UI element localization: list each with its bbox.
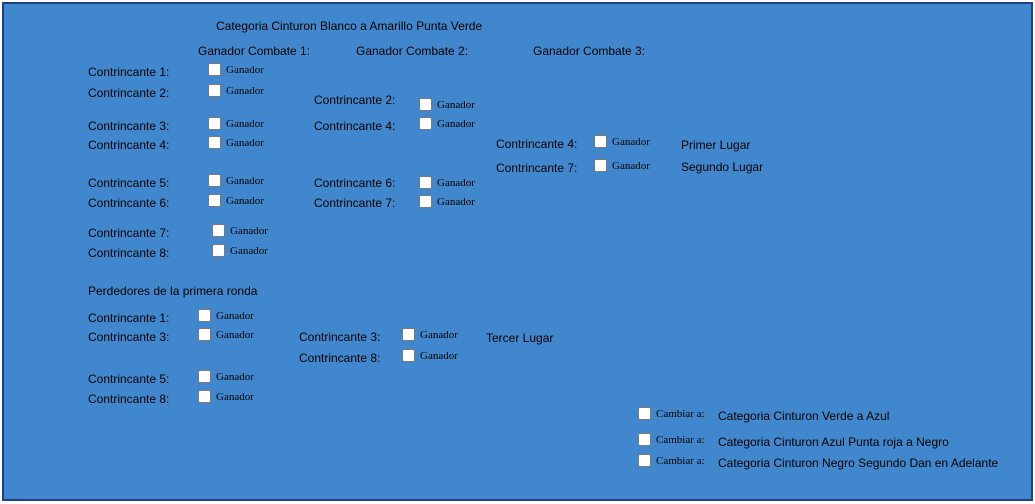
round1-contestant-5-label: Contrincante 5: — [88, 176, 170, 190]
round2-contestant-2-label: Contrincante 2: — [314, 93, 396, 107]
losers-contestant-1-label: Contrincante 1: — [88, 311, 170, 325]
combat1-header: Ganador Combate 1: — [198, 44, 311, 58]
losers-semi-contestant-3-winner-checkbox[interactable] — [402, 328, 415, 341]
round2-contestant-7-label: Contrincante 7: — [314, 196, 396, 210]
winner-label: Ganador — [437, 99, 475, 111]
round1-contestant-2-winner-checkbox[interactable] — [208, 84, 221, 97]
change-category-verde-azul-label: Categoria Cinturon Verde a Azul — [718, 409, 890, 423]
round2-contestant-7-winner-checkbox[interactable] — [419, 195, 432, 208]
round1-contestant-7-winner-checkbox[interactable] — [212, 224, 225, 237]
losers-contestant-3-winner-checkbox[interactable] — [198, 328, 211, 341]
final-contestant-4-label: Contrincante 4: — [496, 137, 578, 151]
round2-contestant-4-winner-checkbox[interactable] — [419, 117, 432, 130]
losers-semi-contestant-3-label: Contrincante 3: — [299, 330, 381, 344]
winner-label: Ganador — [612, 136, 650, 148]
winner-label: Ganador — [420, 329, 458, 341]
losers-contestant-8-label: Contrincante 8: — [88, 392, 170, 406]
round1-contestant-4-label: Contrincante 4: — [88, 138, 170, 152]
losers-contestant-5-label: Contrincante 5: — [88, 372, 170, 386]
winner-label: Ganador — [437, 118, 475, 130]
round2-contestant-4-label: Contrincante 4: — [314, 119, 396, 133]
combat3-header: Ganador Combate 3: — [533, 44, 646, 58]
round2-contestant-6-winner-checkbox[interactable] — [419, 176, 432, 189]
winner-label: Ganador — [226, 64, 264, 76]
page-title: Categoria Cinturon Blanco a Amarillo Pun… — [216, 19, 483, 33]
round1-contestant-8-winner-checkbox[interactable] — [212, 244, 225, 257]
change-label: Cambiar a: — [656, 455, 705, 467]
round2-contestant-2-winner-checkbox[interactable] — [419, 98, 432, 111]
round1-contestant-1-winner-checkbox[interactable] — [208, 63, 221, 76]
second-place-label: Segundo Lugar — [681, 160, 764, 174]
round1-contestant-3-label: Contrincante 3: — [88, 119, 170, 133]
final-contestant-7-winner-checkbox[interactable] — [594, 159, 607, 172]
losers-heading: Perdedores de la primera ronda — [88, 284, 258, 298]
change-category-negro-dan-label: Categoria Cinturon Negro Segundo Dan en … — [718, 456, 999, 470]
winner-label: Ganador — [226, 137, 264, 149]
winner-label: Ganador — [216, 391, 254, 403]
round2-contestant-6-label: Contrincante 6: — [314, 176, 396, 190]
round1-contestant-5-winner-checkbox[interactable] — [208, 174, 221, 187]
round1-contestant-6-label: Contrincante 6: — [88, 196, 170, 210]
winner-label: Ganador — [230, 225, 268, 237]
round1-contestant-1-label: Contrincante 1: — [88, 65, 170, 79]
winner-label: Ganador — [437, 196, 475, 208]
losers-contestant-8-winner-checkbox[interactable] — [198, 390, 211, 403]
change-category-verde-azul-checkbox[interactable] — [638, 407, 651, 420]
winner-label: Ganador — [216, 329, 254, 341]
winner-label: Ganador — [216, 310, 254, 322]
winner-label: Ganador — [420, 350, 458, 362]
round1-contestant-4-winner-checkbox[interactable] — [208, 136, 221, 149]
combat2-header: Ganador Combate 2: — [356, 44, 469, 58]
round1-contestant-2-label: Contrincante 2: — [88, 86, 170, 100]
winner-label: Ganador — [226, 118, 264, 130]
third-place-label: Tercer Lugar — [486, 331, 554, 345]
winner-label: Ganador — [437, 177, 475, 189]
winner-label: Ganador — [226, 175, 264, 187]
losers-contestant-3-label: Contrincante 3: — [88, 330, 170, 344]
round1-contestant-8-label: Contrincante 8: — [88, 246, 170, 260]
round1-contestant-3-winner-checkbox[interactable] — [208, 117, 221, 130]
winner-label: Ganador — [216, 371, 254, 383]
losers-semi-contestant-8-winner-checkbox[interactable] — [402, 349, 415, 362]
change-label: Cambiar a: — [656, 408, 705, 420]
round1-contestant-6-winner-checkbox[interactable] — [208, 194, 221, 207]
losers-contestant-1-winner-checkbox[interactable] — [198, 309, 211, 322]
round1-contestant-7-label: Contrincante 7: — [88, 226, 170, 240]
winner-label: Ganador — [226, 85, 264, 97]
winner-label: Ganador — [612, 160, 650, 172]
losers-semi-contestant-8-label: Contrincante 8: — [299, 351, 381, 365]
change-label: Cambiar a: — [656, 434, 705, 446]
change-category-negro-dan-checkbox[interactable] — [638, 454, 651, 467]
change-category-azul-negro-label: Categoria Cinturon Azul Punta roja a Neg… — [718, 435, 949, 449]
winner-label: Ganador — [226, 195, 264, 207]
final-contestant-4-winner-checkbox[interactable] — [594, 135, 607, 148]
winner-label: Ganador — [230, 245, 268, 257]
losers-contestant-5-winner-checkbox[interactable] — [198, 370, 211, 383]
final-contestant-7-label: Contrincante 7: — [496, 161, 578, 175]
first-place-label: Primer Lugar — [681, 138, 751, 152]
change-category-azul-negro-checkbox[interactable] — [638, 433, 651, 446]
